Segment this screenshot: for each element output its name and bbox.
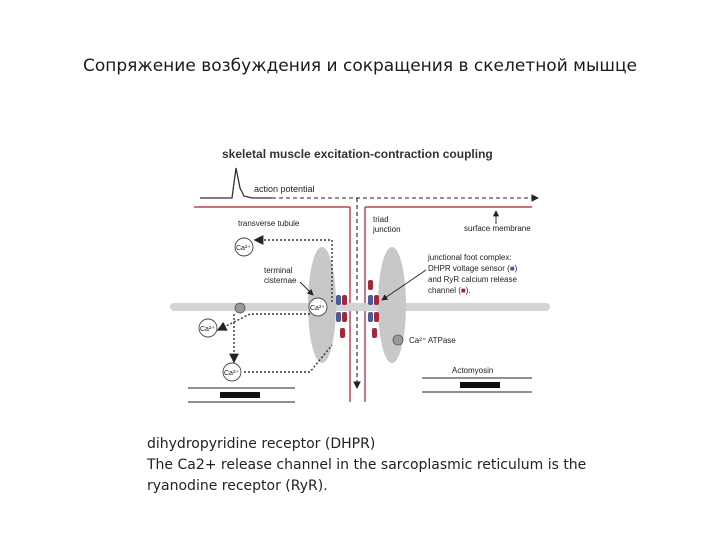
ryr-icon <box>368 280 373 290</box>
surface-membrane-label: surface membrane <box>464 224 531 233</box>
ryr-icon <box>342 295 347 305</box>
ca-atpase-icon <box>234 302 246 314</box>
calcium-release-path <box>253 235 333 302</box>
ec-coupling-figure: skeletal muscle excitation-contraction c… <box>160 140 560 415</box>
calcium-ion-icon <box>308 297 328 317</box>
sarcoplasm-band <box>170 303 550 311</box>
dhpr-icon <box>368 312 373 322</box>
calcium-diffusion-path <box>216 313 310 331</box>
action-potential-trace <box>200 167 272 199</box>
ryr-icon <box>374 312 379 322</box>
caption: dihydropyridine receptor (DHPR) The Ca2+… <box>147 434 617 497</box>
junctional-foot-label-1: junctional foot complex: <box>427 253 512 262</box>
ec-coupling-diagram: skeletal muscle excitation-contraction c… <box>170 147 550 403</box>
myosin-filament <box>220 392 260 398</box>
dhpr-icon <box>336 312 341 322</box>
calcium-label-4: Ca²⁺ <box>224 370 239 377</box>
terminal-cisternae-label-2: cisternae <box>264 276 297 285</box>
terminal-cisterna-right <box>378 247 406 363</box>
slide-title: Сопряжение возбуждения и сокращения в ск… <box>83 56 637 76</box>
terminal-cisternae-label-1: terminal <box>264 266 293 275</box>
myosin-filament <box>460 382 500 388</box>
junctional-foot-label-3: and RyR calcium release <box>428 275 517 284</box>
action-potential-label: action potential <box>254 184 315 194</box>
transverse-tubule-label: transverse tubule <box>238 219 300 228</box>
caption-line-2: The Ca2+ release channel in the sarcopla… <box>147 457 587 473</box>
dhpr-icon <box>336 295 341 305</box>
ryr-legend-icon: ■ <box>461 286 466 295</box>
ryr-icon <box>340 328 345 338</box>
ca-atpase-icon <box>392 334 404 346</box>
calcium-reuptake-path <box>244 344 333 373</box>
terminal-cisternae-pointer <box>299 281 314 296</box>
junctional-foot-pointer <box>381 269 427 301</box>
ryr-icon <box>372 328 377 338</box>
ryr-icon <box>342 312 347 322</box>
junction-complex-right <box>368 280 379 338</box>
triad-label-2: junction <box>372 225 401 234</box>
ryr-icon <box>374 295 379 305</box>
figure-heading: skeletal muscle excitation-contraction c… <box>222 147 493 161</box>
junctional-foot-label-2: DHPR voltage sensor (■) <box>428 264 518 273</box>
calcium-ion-icon <box>234 237 254 257</box>
ca-atpase-label: Ca²⁺ ATPase <box>409 336 456 345</box>
triad-label-1: triad <box>373 215 389 224</box>
caption-line-1: dihydropyridine receptor (DHPR) <box>147 436 376 452</box>
dhpr-icon <box>368 295 373 305</box>
actomyosin-label: Actomyosin <box>452 366 493 375</box>
calcium-label-3: Ca²⁺ <box>200 326 215 333</box>
calcium-label-1: Ca²⁺ <box>236 245 251 252</box>
junctional-foot-label-4: channel (■). <box>428 286 471 295</box>
junction-complex-left <box>336 295 347 338</box>
calcium-label-2: Ca²⁺ <box>310 305 325 312</box>
caption-line-3: ryanodine receptor (RyR). <box>147 478 328 494</box>
dhpr-legend-icon: ■ <box>510 264 515 273</box>
